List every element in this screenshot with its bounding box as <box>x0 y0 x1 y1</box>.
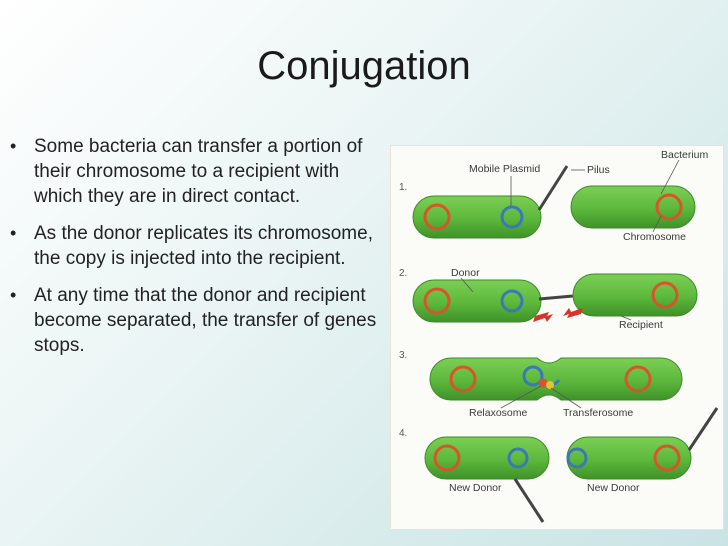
label-bacterium: Bacterium <box>661 149 709 161</box>
pilus-line <box>537 165 569 211</box>
chromosome-ring <box>423 203 451 231</box>
plasmid-ring <box>500 289 524 313</box>
chromosome-ring <box>624 365 652 393</box>
label-chromosome: Chromosome <box>623 231 686 243</box>
arrow-right-icon <box>533 312 553 322</box>
leader-line <box>460 277 474 293</box>
plasmid-ring <box>500 205 524 229</box>
label-new-donor: New Donor <box>449 482 502 494</box>
label-recipient: Recipient <box>619 319 663 331</box>
chromosome-ring <box>423 287 451 315</box>
chromosome-ring <box>449 365 477 393</box>
conjugation-diagram-svg: 1. 2. 3. 4. Mobile Plasmid Pilus Bacteri… <box>399 149 719 523</box>
label-mobile-plasmid: Mobile Plasmid <box>469 163 540 175</box>
plasmid-ring <box>566 447 588 469</box>
leader-line <box>660 159 680 195</box>
plasmid-ring <box>522 365 544 387</box>
label-donor: Donor <box>451 267 480 279</box>
step-number: 2. <box>399 268 407 279</box>
bullet-dot-icon: • <box>10 285 17 305</box>
step-number: 3. <box>399 350 407 361</box>
arrow-left-icon <box>563 308 583 318</box>
label-relaxosome: Relaxosome <box>469 407 528 419</box>
bullet-text: Some bacteria can transfer a portion of … <box>34 136 363 207</box>
pilus-line <box>538 294 574 301</box>
leader-line <box>620 315 632 321</box>
plasmid-ring <box>507 447 529 469</box>
chromosome-ring <box>651 281 679 309</box>
bullet-dot-icon: • <box>10 223 17 243</box>
slide-title: Conjugation <box>257 44 471 88</box>
label-new-donor: New Donor <box>587 482 640 494</box>
leader-line <box>550 387 582 409</box>
conjugation-diagram: 1. 2. 3. 4. Mobile Plasmid Pilus Bacteri… <box>390 145 724 530</box>
relaxosome-dot <box>538 378 548 388</box>
chromosome-ring <box>433 444 461 472</box>
bullet-text: As the donor replicates its chromosome, … <box>34 223 373 269</box>
step-number: 1. <box>399 182 407 193</box>
pilus-line <box>687 407 719 451</box>
pilus-line <box>513 478 545 523</box>
recipient-cell <box>570 185 696 229</box>
leader-line <box>500 385 542 409</box>
bullet-item: • Some bacteria can transfer a portion o… <box>6 134 378 209</box>
chromosome-ring <box>653 444 681 472</box>
transferosome-dot <box>546 381 554 389</box>
label-pilus: Pilus <box>587 164 610 176</box>
bullet-item: • As the donor replicates its chromosome… <box>6 221 378 271</box>
bullet-item: • At any time that the donor and recipie… <box>6 283 378 358</box>
bullet-list: • Some bacteria can transfer a portion o… <box>6 134 378 370</box>
bullet-text: At any time that the donor and recipient… <box>34 285 377 356</box>
chromosome-ring <box>655 193 683 221</box>
new-donor-cell <box>424 436 550 480</box>
step-number: 4. <box>399 428 407 439</box>
leader-line <box>652 215 662 233</box>
label-transferosome: Transferosome <box>563 407 633 419</box>
bullet-dot-icon: • <box>10 136 17 156</box>
mating-pair-cells <box>429 357 683 401</box>
